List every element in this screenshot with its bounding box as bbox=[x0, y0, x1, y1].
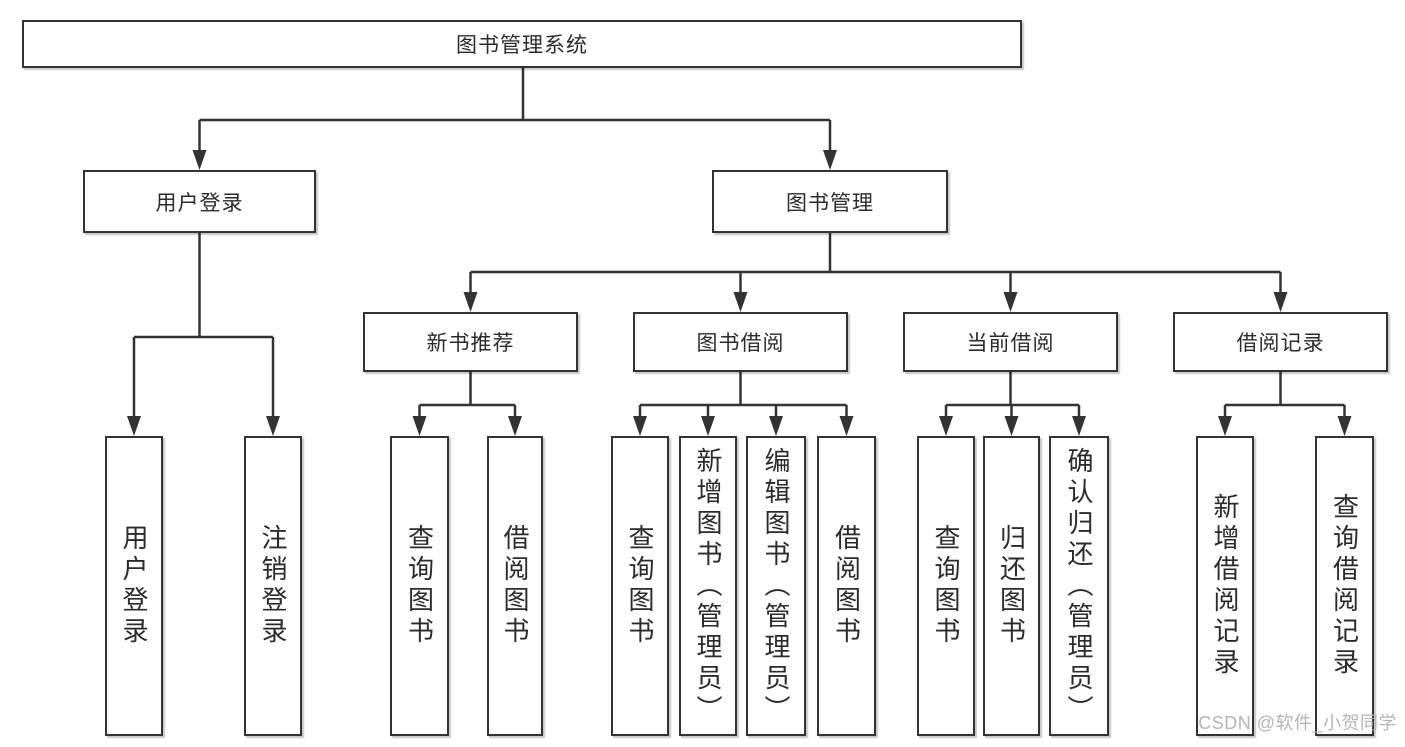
node-new-book-recommend: 新书推荐 bbox=[363, 312, 578, 372]
watermark: CSDN @软件_小贺同学 bbox=[1198, 713, 1397, 733]
leaf-cb-query-books: 查询图书 bbox=[917, 436, 975, 736]
leaf-bb-edit-books-admin-label: 编辑图书（管理员） bbox=[761, 446, 791, 726]
node-root-label: 图书管理系统 bbox=[456, 34, 588, 57]
leaf-user-login-label: 用户登录 bbox=[119, 524, 149, 648]
node-borrow-records-label: 借阅记录 bbox=[1236, 332, 1325, 355]
leaf-cb-return-books-label: 归还图书 bbox=[996, 524, 1027, 648]
node-current-borrow-label: 当前借阅 bbox=[966, 332, 1055, 355]
leaf-bb-borrow-books: 借阅图书 bbox=[817, 436, 876, 736]
leaf-bb-query-books: 查询图书 bbox=[611, 436, 669, 736]
node-book-management: 图书管理 bbox=[712, 170, 948, 233]
node-user-login: 用户登录 bbox=[83, 170, 316, 233]
leaf-cb-query-books-label: 查询图书 bbox=[931, 524, 961, 648]
node-borrow-records: 借阅记录 bbox=[1173, 312, 1388, 372]
leaf-bb-query-books-label: 查询图书 bbox=[625, 524, 655, 648]
leaf-bb-add-books-admin: 新增图书（管理员） bbox=[679, 436, 737, 736]
node-book-borrow: 图书借阅 bbox=[633, 312, 848, 372]
leaf-nb-borrow-books-label: 借阅图书 bbox=[500, 524, 530, 648]
leaf-cb-confirm-return-admin: 确认归还（管理员） bbox=[1049, 436, 1109, 736]
node-book-borrow-label: 图书借阅 bbox=[696, 332, 785, 355]
leaf-logout-label: 注销登录 bbox=[258, 524, 288, 648]
leaf-bb-add-books-admin-label: 新增图书（管理员） bbox=[693, 446, 723, 726]
node-root: 图书管理系统 bbox=[22, 20, 1022, 68]
leaf-bb-borrow-books-label: 借阅图书 bbox=[831, 524, 862, 648]
leaf-nb-query-books-label: 查询图书 bbox=[404, 524, 435, 648]
leaf-br-add-borrow-record-label: 新增借阅记录 bbox=[1210, 493, 1240, 679]
leaf-cb-return-books: 归还图书 bbox=[983, 436, 1040, 736]
connector-paths bbox=[132, 68, 1346, 424]
leaf-bb-edit-books-admin: 编辑图书（管理员） bbox=[746, 436, 806, 736]
node-new-book-recommend-label: 新书推荐 bbox=[426, 332, 515, 355]
node-user-login-label: 用户登录 bbox=[155, 191, 244, 215]
leaf-user-login: 用户登录 bbox=[105, 436, 163, 736]
leaf-nb-query-books: 查询图书 bbox=[390, 436, 449, 736]
leaf-br-query-borrow-record: 查询借阅记录 bbox=[1315, 436, 1374, 736]
leaf-cb-confirm-return-admin-label: 确认归还（管理员） bbox=[1064, 446, 1094, 726]
arrowhead-icons bbox=[127, 150, 1352, 436]
leaf-br-query-borrow-record-label: 查询借阅记录 bbox=[1329, 493, 1360, 679]
node-current-borrow: 当前借阅 bbox=[903, 312, 1118, 372]
leaf-logout: 注销登录 bbox=[244, 436, 302, 736]
leaf-nb-borrow-books: 借阅图书 bbox=[487, 436, 543, 736]
leaf-br-add-borrow-record: 新增借阅记录 bbox=[1196, 436, 1254, 736]
node-book-management-label: 图书管理 bbox=[786, 191, 874, 215]
